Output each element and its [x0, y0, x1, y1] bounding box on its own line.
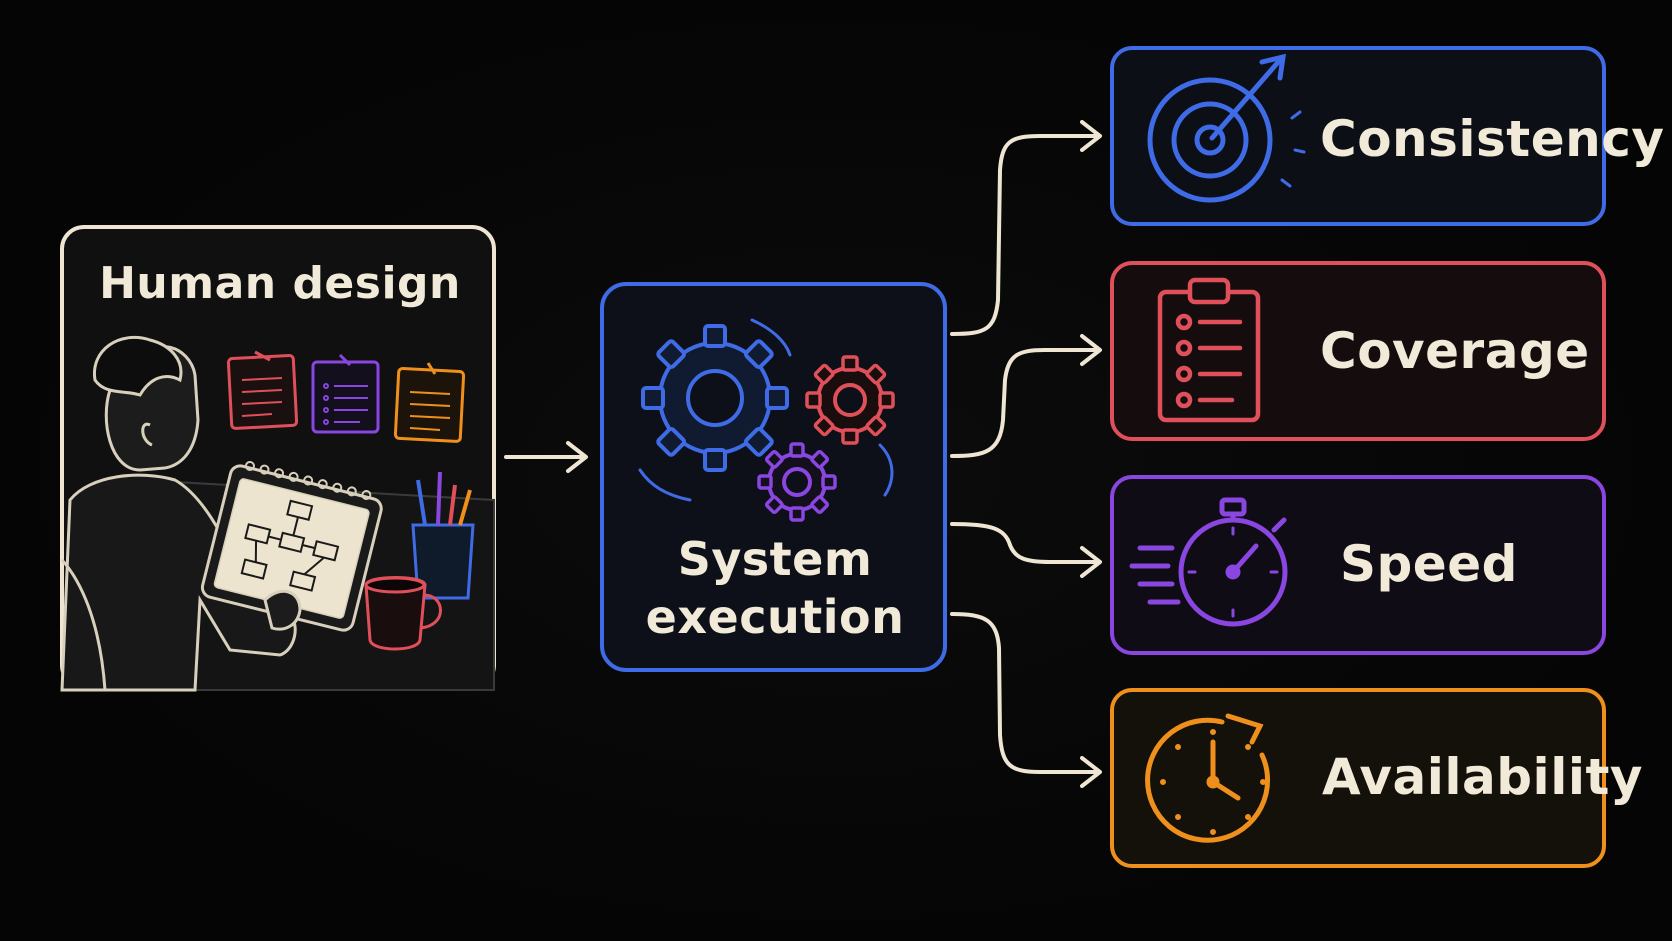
branch-arrows — [950, 120, 1102, 788]
availability-box — [1110, 688, 1606, 868]
clock-icon — [1145, 713, 1271, 843]
coffee-mug-icon — [364, 576, 442, 651]
arrow-to-speed — [950, 522, 1102, 578]
person-at-desk-illustration — [60, 335, 495, 692]
clipboard-checklist-icon — [1157, 277, 1261, 423]
coverage-box — [1110, 261, 1606, 441]
target-icon — [1147, 53, 1306, 203]
availability-label: Availability — [1322, 748, 1643, 806]
consistency-box — [1110, 46, 1606, 226]
coverage-label: Coverage — [1320, 322, 1590, 380]
sticky-note-purple — [311, 353, 380, 434]
consistency-label: Consistency — [1320, 110, 1665, 168]
stopwatch-icon — [1129, 497, 1288, 627]
sticky-note-red — [226, 350, 299, 430]
system-execution-title: System execution — [605, 530, 945, 646]
gears-icon — [638, 318, 895, 522]
system-title-line1: System — [677, 532, 873, 586]
pencil-cup-icon — [411, 471, 475, 600]
sticky-note-orange — [393, 362, 466, 443]
human-design-title: Human design — [99, 258, 461, 309]
arrow-to-availability — [950, 612, 1102, 788]
system-title-line2: execution — [645, 590, 905, 644]
speed-label: Speed — [1340, 535, 1518, 593]
arrow-to-coverage — [950, 334, 1102, 458]
arrow-human-to-system — [504, 441, 588, 473]
arrow-to-consistency — [950, 120, 1102, 336]
